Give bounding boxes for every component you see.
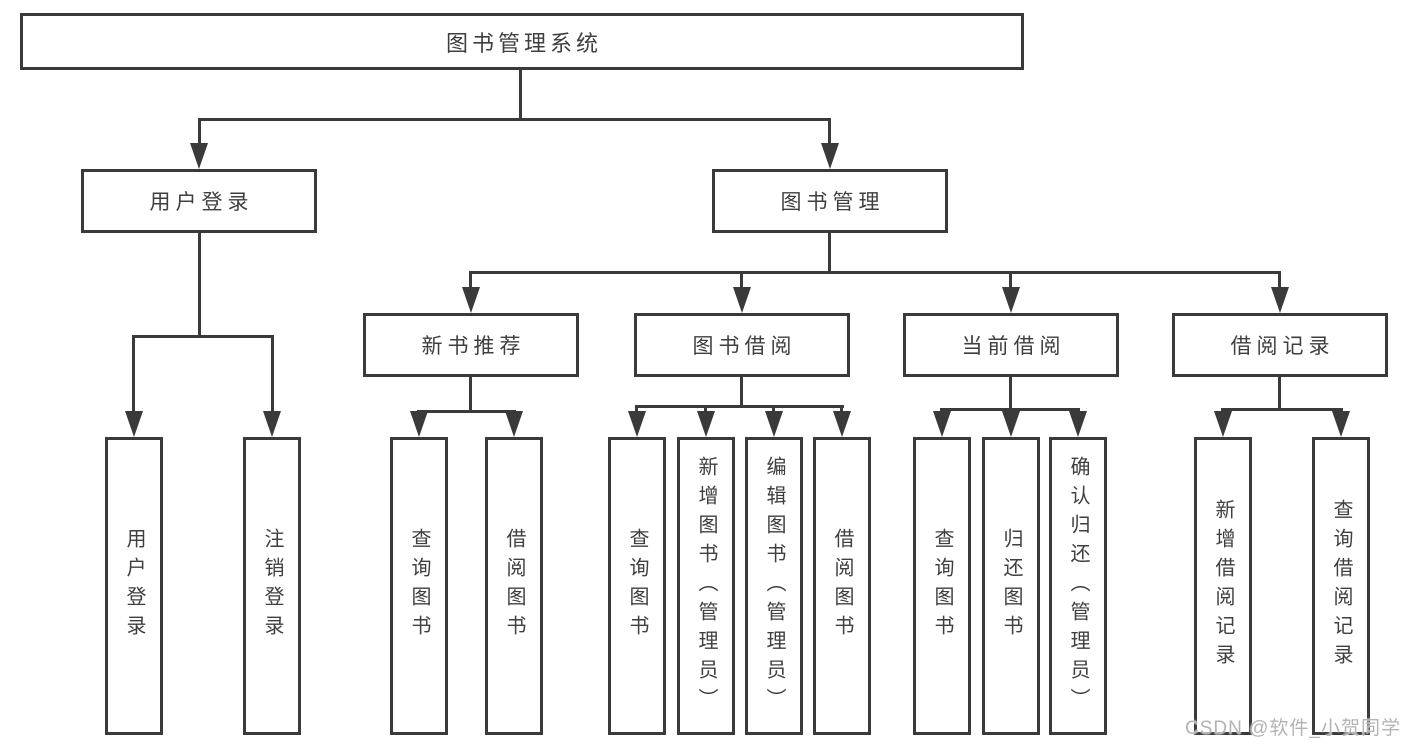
node-book-management-label: 图书管理: [780, 191, 885, 214]
leaf-borrow-borrow-book-label: 借阅图书: [831, 528, 853, 644]
leaf-logout: 注销登录: [243, 437, 301, 735]
connector-login-drop-2: [271, 335, 274, 415]
arrow-to-new-book-recommend: [462, 287, 480, 313]
node-user-login-label: 用户登录: [149, 191, 254, 214]
arrow-to-leaf-logout: [263, 411, 281, 437]
arrow-to-leaf-cb-return: [1002, 411, 1020, 437]
arrow-to-book-management: [821, 143, 839, 169]
node-book-borrow: 图书借阅: [634, 313, 850, 377]
arrow-to-leaf-bw-edit: [765, 411, 783, 437]
connector-borrow-stem: [740, 377, 743, 405]
leaf-borrow-borrow-book: 借阅图书: [813, 437, 871, 735]
connector-records-stem: [1278, 377, 1281, 408]
node-current-borrow-label: 当前借阅: [961, 335, 1066, 358]
connector-root-drop-left: [198, 118, 201, 146]
arrow-to-leaf-bw-query: [628, 411, 646, 437]
leaf-borrow-add-book-admin: 新增图书（管理员）: [677, 437, 735, 735]
node-user-login: 用户登录: [81, 169, 317, 233]
connector-manage-drop-4: [1278, 271, 1281, 291]
connector-newbook-stem: [469, 377, 472, 410]
leaf-records-query-record: 查询借阅记录: [1312, 437, 1370, 735]
leaf-records-add-record: 新增借阅记录: [1194, 437, 1252, 735]
leaf-current-return-book-label: 归还图书: [1000, 528, 1022, 644]
connector-root-bar: [198, 118, 831, 121]
arrow-to-leaf-nb-borrow: [505, 411, 523, 437]
leaf-user-login-label: 用户登录: [123, 528, 145, 644]
connector-manage-stem: [828, 233, 831, 271]
connector-root-drop-right: [828, 118, 831, 146]
leaf-newbook-query-book: 查询图书: [390, 437, 448, 735]
connector-newbook-bar: [417, 410, 516, 413]
leaf-current-return-book: 归还图书: [982, 437, 1040, 735]
connector-records-bar: [1221, 408, 1343, 411]
connector-manage-drop-2: [740, 271, 743, 291]
connector-borrow-drop-1: [635, 405, 638, 415]
arrow-to-borrow-records: [1271, 287, 1289, 313]
arrow-to-leaf-nb-query: [410, 411, 428, 437]
leaf-records-add-record-label: 新增借阅记录: [1212, 499, 1234, 673]
leaf-current-query-book: 查询图书: [913, 437, 971, 735]
node-new-book-recommend: 新书推荐: [363, 313, 579, 377]
arrow-to-leaf-rec-add: [1214, 411, 1232, 437]
leaf-borrow-add-book-admin-label: 新增图书（管理员）: [695, 455, 717, 717]
arrow-to-leaf-rec-query: [1332, 411, 1350, 437]
connector-root-stem: [519, 70, 522, 118]
arrow-to-user-login: [190, 143, 208, 169]
node-library-system: 图书管理系统: [20, 13, 1024, 70]
connector-manage-drop-1: [469, 271, 472, 291]
connector-current-stem: [1009, 377, 1012, 408]
leaf-newbook-borrow-book: 借阅图书: [485, 437, 543, 735]
arrow-to-book-borrow: [733, 287, 751, 313]
node-borrow-records-label: 借阅记录: [1230, 335, 1335, 358]
leaf-current-confirm-return-admin: 确认归还（管理员）: [1049, 437, 1107, 735]
node-book-management: 图书管理: [712, 169, 948, 233]
arrow-to-current-borrow: [1002, 287, 1020, 313]
connector-login-stem: [198, 233, 201, 335]
connector-manage-bar: [470, 271, 1281, 274]
leaf-records-query-record-label: 查询借阅记录: [1330, 499, 1352, 673]
node-new-book-recommend-label: 新书推荐: [421, 335, 526, 358]
node-borrow-records: 借阅记录: [1172, 313, 1388, 377]
node-book-borrow-label: 图书借阅: [692, 335, 797, 358]
leaf-borrow-edit-book-admin-label: 编辑图书（管理员）: [763, 455, 785, 717]
leaf-logout-label: 注销登录: [261, 528, 283, 644]
leaf-borrow-query-book-label: 查询图书: [626, 528, 648, 644]
connector-login-bar: [133, 335, 274, 338]
leaf-borrow-query-book: 查询图书: [608, 437, 666, 735]
arrow-to-leaf-bw-borrow: [833, 411, 851, 437]
connector-login-drop-1: [132, 335, 135, 415]
connector-manage-drop-3: [1009, 271, 1012, 291]
connector-borrow-drop-3: [772, 405, 775, 415]
leaf-current-query-book-label: 查询图书: [931, 528, 953, 644]
arrow-to-leaf-bw-add: [697, 411, 715, 437]
node-library-system-label: 图书管理系统: [445, 30, 602, 56]
leaf-borrow-edit-book-admin: 编辑图书（管理员）: [745, 437, 803, 735]
leaf-user-login: 用户登录: [105, 437, 163, 735]
node-current-borrow: 当前借阅: [903, 313, 1119, 377]
connector-borrow-bar: [635, 405, 844, 408]
connector-borrow-drop-2: [704, 405, 707, 415]
arrow-to-leaf-cb-confirm: [1069, 411, 1087, 437]
leaf-newbook-borrow-book-label: 借阅图书: [503, 528, 525, 644]
arrow-to-leaf-cb-query: [933, 411, 951, 437]
leaf-current-confirm-return-admin-label: 确认归还（管理员）: [1067, 455, 1089, 717]
csdn-watermark: CSDN @软件_小贺同学: [1185, 718, 1401, 739]
leaf-newbook-query-book-label: 查询图书: [408, 528, 430, 644]
arrow-to-leaf-user-login: [125, 411, 143, 437]
connector-borrow-drop-4: [840, 405, 843, 415]
